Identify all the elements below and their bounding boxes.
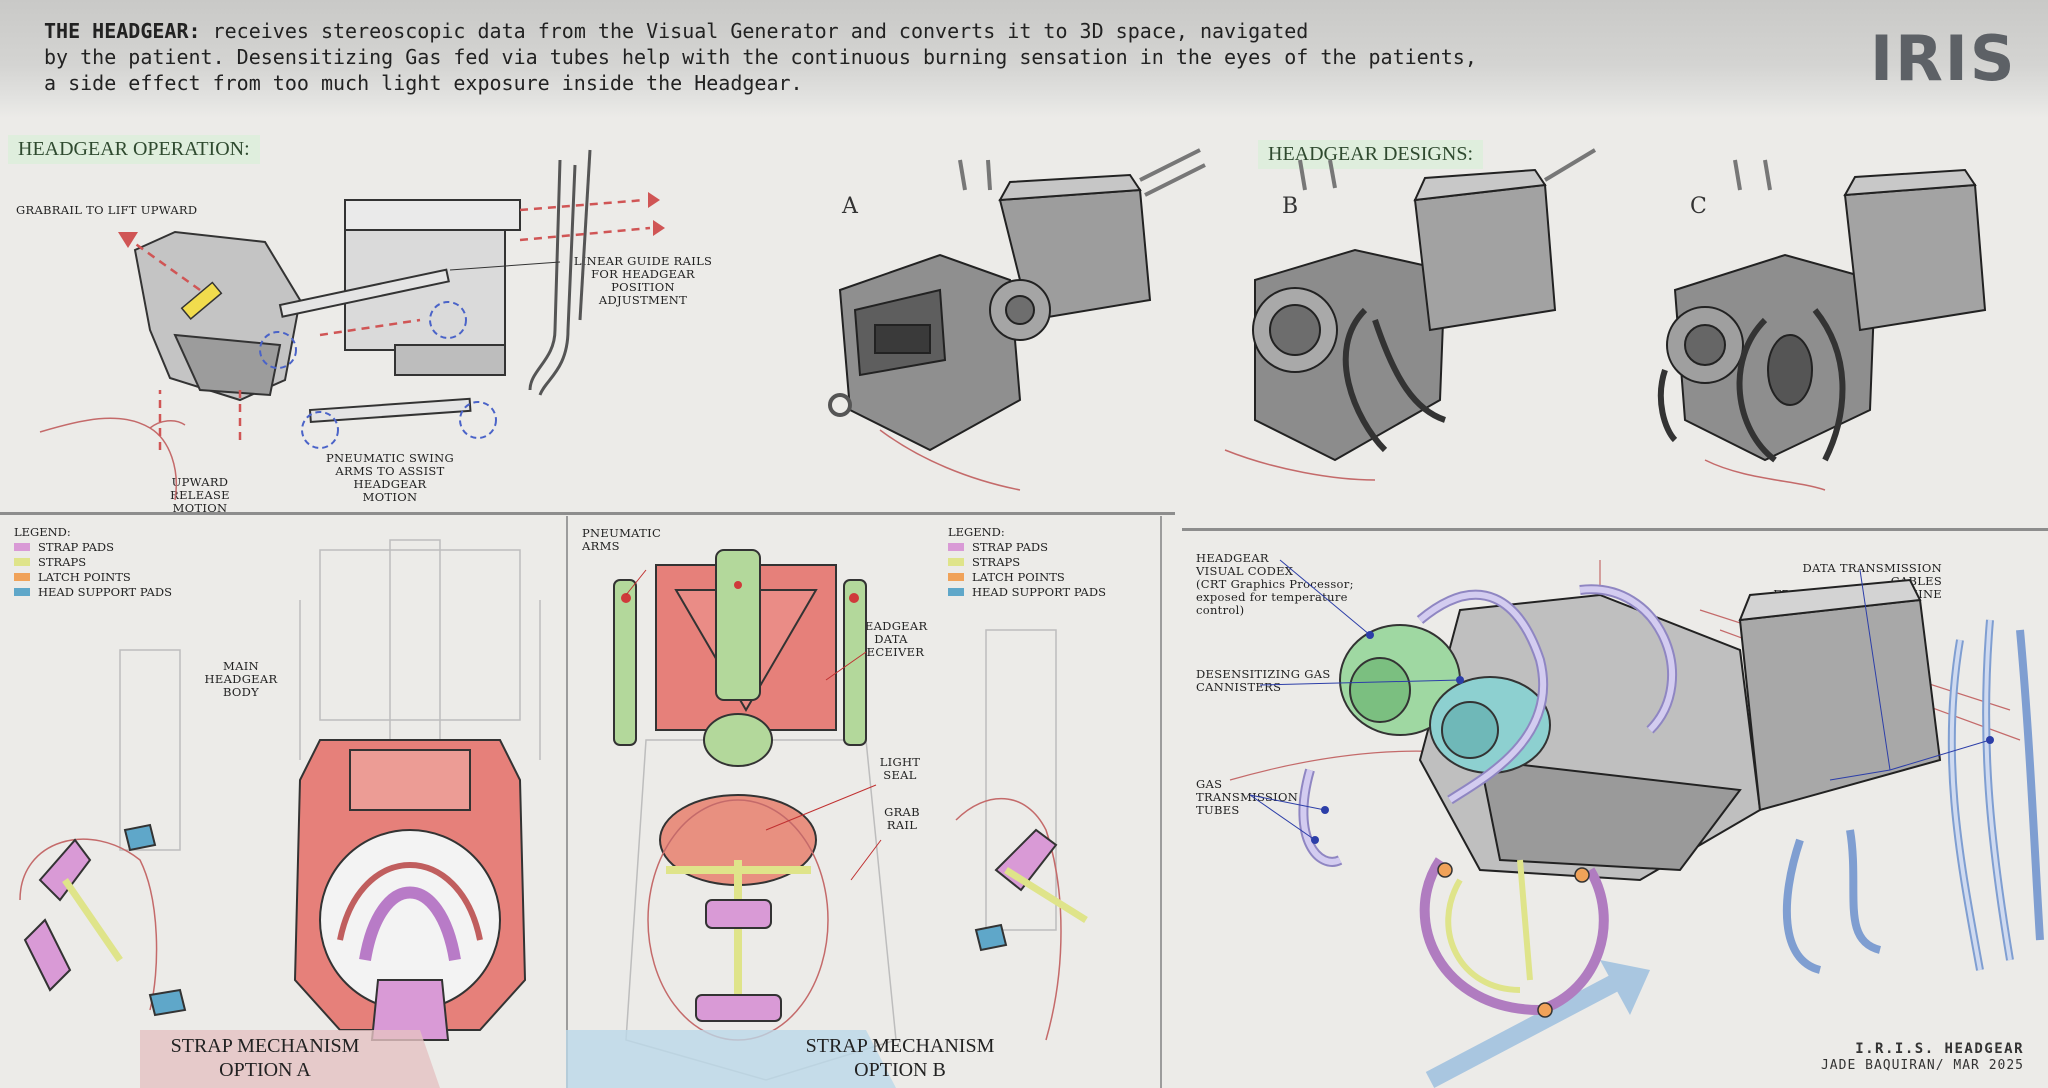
operation-title: HEADGEAR OPERATION: (8, 135, 260, 164)
swing-arms (278, 268, 472, 424)
header-band (0, 0, 2048, 118)
swatch-latch-points (14, 572, 30, 581)
legend-b: LEGEND: STRAP PADS STRAPS LATCH POINTS H… (948, 525, 1106, 599)
intro-bold: THE HEADGEAR: (44, 19, 201, 43)
design-letter-a: A (842, 194, 858, 219)
design-b-illustration (1224, 148, 1597, 481)
legend-b-item-straps: STRAPS (948, 554, 1106, 569)
legend-a-item-latch-points: LATCH POINTS (14, 569, 172, 584)
intro-line-3: a side effect from too much light exposu… (44, 71, 803, 95)
swatch-strap-pads (14, 542, 30, 551)
legend-a-title: LEGEND: (14, 525, 71, 539)
design-letter-c: C (1690, 194, 1707, 219)
swatch-head-support (14, 587, 30, 596)
divider-left (0, 512, 1175, 515)
legend-b-item-latch-points: LATCH POINTS (948, 569, 1106, 584)
detail-illustration (1229, 559, 2044, 1088)
legend-a-item-head-support: HEAD SUPPORT PADS (14, 584, 172, 599)
credit-author: JADE BAQUIRAN/ MAR 2025 (1820, 1058, 2024, 1073)
legend-b-title: LEGEND: (948, 525, 1005, 539)
legend-a: LEGEND: STRAP PADS STRAPS LATCH POINTS H… (14, 525, 172, 599)
legend-a-item-strap-pads: STRAP PADS (14, 539, 172, 554)
option-b-illustration (566, 549, 1088, 1088)
design-a-illustration (828, 148, 1206, 491)
iris-logo: IRIS (1870, 22, 2017, 95)
label-grabrail: GRABRAIL TO LIFT UPWARD (16, 203, 198, 217)
credit-title: I.R.I.S. HEADGEAR (1855, 1041, 2024, 1057)
option-a-illustration (19, 539, 541, 1088)
legend-b-item-strap-pads: STRAP PADS (948, 539, 1106, 554)
intro-text: THE HEADGEAR: receives stereoscopic data… (44, 18, 1604, 96)
intro-line-1: receives stereoscopic data from the Visu… (200, 19, 1309, 43)
swatch-straps (14, 557, 30, 566)
divider-mid (566, 516, 568, 1088)
operation-illustration (39, 149, 665, 501)
legend-b-item-head-support: HEAD SUPPORT PADS (948, 584, 1106, 599)
intro-line-2: by the patient. Desensitizing Gas fed vi… (44, 45, 1477, 69)
divider-right (1182, 528, 2048, 531)
divider-right-v (1160, 516, 1162, 1088)
design-c-illustration (1657, 159, 1987, 491)
design-letter-b: B (1282, 194, 1299, 219)
legend-a-item-straps: STRAPS (14, 554, 172, 569)
designs-title: HEADGEAR DESIGNS: (1258, 140, 1483, 169)
